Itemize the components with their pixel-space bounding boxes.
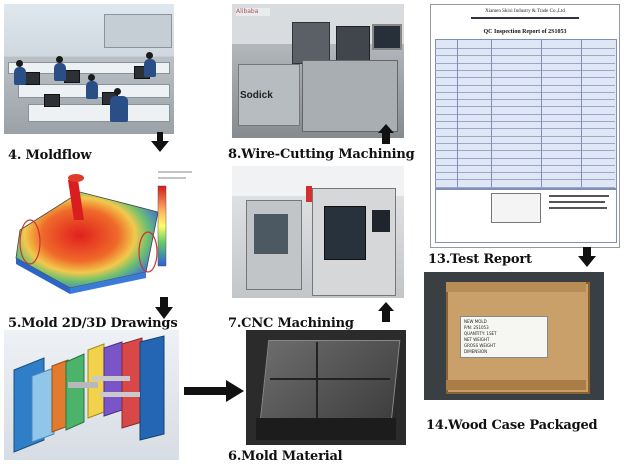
report-table-row xyxy=(435,129,615,137)
crate-label-line: DIMENSION xyxy=(464,349,488,354)
arrow-up-icon xyxy=(378,124,394,144)
report-table-row xyxy=(435,92,615,101)
report-table-row xyxy=(435,136,615,144)
report-table-row xyxy=(435,70,615,79)
report-table-row xyxy=(435,143,615,152)
arrow-down-icon xyxy=(151,132,169,152)
wire-cutting-machine-photo: Alibaba Sodick xyxy=(232,4,404,138)
report-table-row xyxy=(435,151,615,159)
report-title: QC Inspection Report of 2S1053 xyxy=(483,29,567,35)
report-table-row xyxy=(435,78,615,86)
arrow-up-icon xyxy=(378,302,394,322)
cnc-machine-photo xyxy=(232,166,404,298)
report-table-row xyxy=(435,85,615,93)
report-table-row xyxy=(435,99,615,108)
crate-label-line: GROSS WEIGHT xyxy=(464,343,496,348)
caption-wire-cutting: 8.Wire-Cutting Machining xyxy=(228,147,415,162)
caption-cnc-machining: 7.CNC Machining xyxy=(228,316,354,331)
report-table-row xyxy=(435,121,615,130)
report-table-row xyxy=(435,48,615,57)
report-table-row xyxy=(435,56,615,64)
arrow-down-icon xyxy=(155,297,173,319)
report-table-row xyxy=(435,63,615,71)
report-table-row xyxy=(435,165,615,174)
report-table-row xyxy=(435,114,615,122)
crate-label-line: P/N: 2S1053 xyxy=(464,325,489,330)
report-table-row xyxy=(435,41,615,49)
arrow-down-icon xyxy=(578,247,596,267)
crate-label-line: NET WEIGHT xyxy=(464,337,490,342)
caption-test-report: 13.Test Report xyxy=(428,252,532,267)
report-table-row xyxy=(435,107,615,115)
report-table-row xyxy=(435,180,615,188)
report-company-header: Xiamen Shixi Industry & Trade Co.,Ltd xyxy=(485,9,565,14)
moldflow-simulation-image xyxy=(8,160,198,295)
report-table-row xyxy=(435,172,615,181)
report-table-row xyxy=(435,158,615,166)
caption-mold-material: 6.Mold Material xyxy=(228,449,343,464)
caption-mold-drawings: 5.Mold 2D/3D Drawings xyxy=(8,316,178,331)
caption-moldflow: 4. Moldflow xyxy=(8,148,92,163)
arrow-right-icon xyxy=(184,380,244,402)
caption-wood-case: 14.Wood Case Packaged xyxy=(426,418,598,433)
crate-label-line: QUANTITY: 1SET xyxy=(464,331,497,336)
crate-label-line: NEW MOLD xyxy=(464,319,487,324)
mold-3d-exploded-drawing xyxy=(4,330,179,460)
mold-material-photo xyxy=(246,330,406,445)
wire-machine-brand-label: Sodick xyxy=(240,90,273,101)
moldflow-office-photo xyxy=(4,4,174,134)
qc-test-report-document: Xiamen Shixi Industry & Trade Co.,Ltd QC… xyxy=(430,4,620,248)
